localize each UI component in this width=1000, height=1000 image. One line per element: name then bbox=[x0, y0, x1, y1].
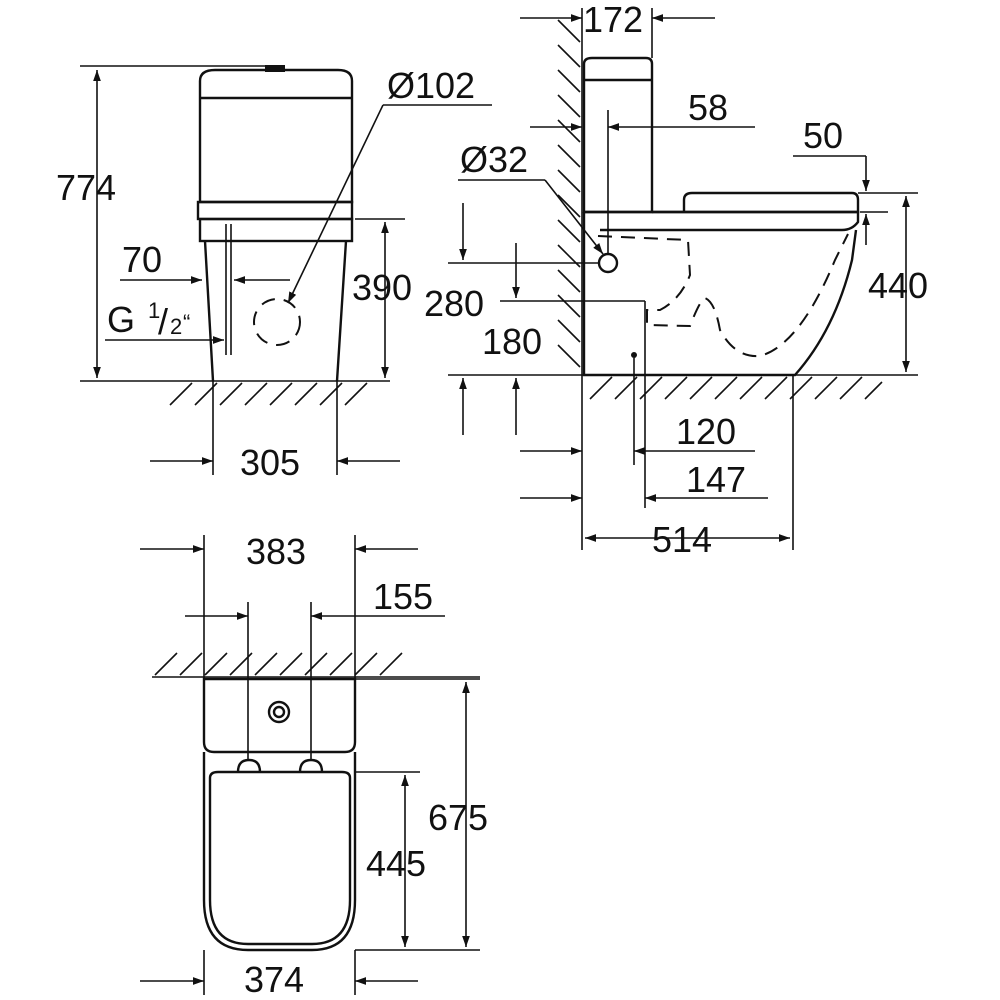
side-bowl bbox=[582, 212, 858, 377]
side-outlet-point bbox=[631, 352, 637, 358]
side-seat bbox=[584, 210, 860, 232]
top-flush-button-outer bbox=[267, 700, 291, 724]
thread-label-mark: “ bbox=[183, 310, 190, 335]
outlet-120-label: 120 bbox=[676, 411, 736, 452]
outlet-diameter-label: Ø102 bbox=[387, 65, 475, 106]
top-cistern bbox=[202, 677, 357, 754]
thread-label-slash: / bbox=[158, 301, 168, 342]
thread-label-numerator: 1 bbox=[148, 298, 160, 323]
side-inlet-circle bbox=[597, 252, 619, 274]
front-base-width-label: 305 bbox=[240, 442, 300, 483]
top-hinge-right bbox=[298, 758, 324, 773]
front-floor-hatch bbox=[169, 382, 368, 406]
front-cistern bbox=[198, 68, 354, 204]
seat-height-label: 440 bbox=[868, 265, 928, 306]
side-view: 172 58 Ø32 50 440 280 180 bbox=[424, 0, 928, 560]
side-lid bbox=[652, 191, 860, 214]
wall-offset-label: 172 bbox=[583, 0, 643, 40]
outlet-diameter-leader bbox=[287, 104, 384, 304]
outlet-147-label: 147 bbox=[686, 459, 746, 500]
thread-label-g: G bbox=[107, 299, 135, 340]
top-view: 383 155 675 445 374 bbox=[140, 531, 488, 1000]
inlet-diameter-label: Ø32 bbox=[460, 139, 528, 180]
fixing-spacing-label: 155 bbox=[373, 576, 433, 617]
front-view: 774 390 70 G 1 / 2 “ Ø102 305 bbox=[56, 65, 492, 483]
front-height-label: 774 bbox=[56, 167, 116, 208]
top-bowl bbox=[202, 752, 357, 952]
side-floor-hatch bbox=[589, 376, 883, 400]
top-hinge-left bbox=[236, 758, 262, 773]
top-flush-button-inner bbox=[272, 705, 286, 719]
tank-offset-label: 58 bbox=[688, 87, 728, 128]
front-bowl-sides bbox=[203, 240, 348, 382]
side-trap-dashed bbox=[597, 233, 849, 358]
seat-depth-label: 445 bbox=[366, 843, 426, 884]
side-depth-label: 514 bbox=[652, 519, 712, 560]
offset-70-label: 70 bbox=[122, 239, 162, 280]
front-outlet-circle bbox=[253, 298, 301, 346]
side-wall-hatch bbox=[557, 19, 581, 368]
inlet-height-label: 280 bbox=[424, 283, 484, 324]
bowl-width-label: 374 bbox=[244, 959, 304, 1000]
top-tank-width-label: 383 bbox=[246, 531, 306, 572]
outlet-height-label: 180 bbox=[482, 321, 542, 362]
top-wall-hatch bbox=[154, 652, 403, 676]
front-inlet-height-label: 390 bbox=[352, 267, 412, 308]
front-flush-button bbox=[265, 65, 285, 72]
thread-label-denominator: 2 bbox=[170, 314, 182, 339]
side-cistern bbox=[582, 56, 654, 214]
front-rim bbox=[198, 217, 354, 243]
seat-gap-label: 50 bbox=[803, 115, 843, 156]
top-depth-label: 675 bbox=[428, 797, 488, 838]
inlet-diameter-leader bbox=[544, 179, 604, 255]
top-seat bbox=[208, 770, 352, 946]
